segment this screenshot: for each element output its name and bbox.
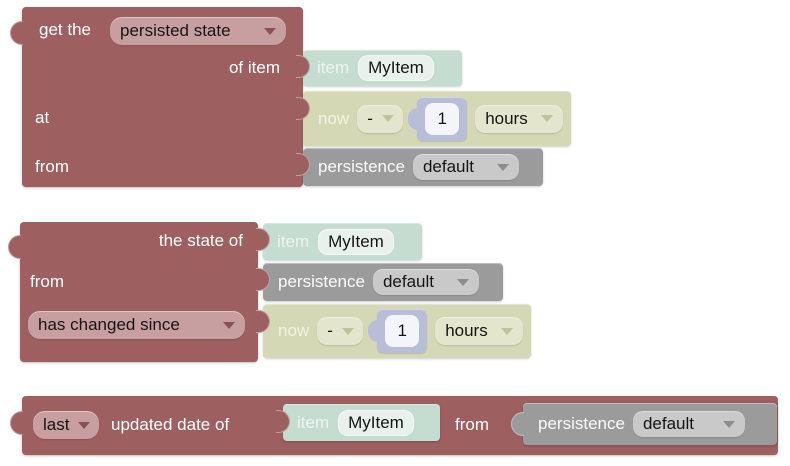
persisted-state-dropdown[interactable]: persisted state — [110, 17, 286, 45]
chevron-down-icon — [223, 321, 235, 329]
dropdown-value: hours — [445, 321, 488, 340]
block-label-from: from — [35, 157, 69, 176]
block-label-at: at — [35, 108, 50, 127]
output-connector-icon — [408, 107, 419, 130]
connection-knob-icon — [296, 153, 310, 176]
output-connector-icon — [8, 235, 21, 259]
block-label-updated-date-of: updated date of — [111, 415, 230, 434]
chevron-down-icon — [722, 420, 735, 428]
connection-knob-icon — [256, 268, 270, 291]
block-datetime-now-minus[interactable]: now - 1 hours — [256, 304, 531, 358]
chevron-down-icon — [501, 327, 514, 335]
chevron-down-icon — [496, 163, 509, 171]
block-datetime-now-minus[interactable]: now - 1 hours — [296, 91, 571, 146]
dropdown-value: hours — [485, 108, 528, 128]
chevron-down-icon — [264, 27, 276, 35]
block-persistence-service[interactable]: persistence default — [511, 403, 777, 445]
block-label-of-item: of item — [228, 58, 280, 77]
persistence-service-dropdown[interactable]: default — [372, 269, 479, 295]
item-name-field[interactable]: MyItem — [338, 409, 414, 436]
output-connector-icon — [511, 412, 524, 436]
connection-knob-icon — [256, 228, 270, 251]
dropdown-value: last — [43, 415, 70, 434]
connection-knob-icon — [296, 97, 310, 120]
number-field[interactable]: 1 — [425, 102, 460, 135]
block-item[interactable]: item MyItem — [256, 223, 422, 260]
time-unit-dropdown[interactable]: hours — [435, 317, 524, 345]
persistence-label: persistence — [538, 414, 625, 433]
last-dropdown[interactable]: last — [33, 411, 99, 439]
item-label: item — [317, 58, 350, 77]
dropdown-value: has changed since — [38, 315, 180, 334]
item-label: item — [297, 412, 330, 432]
block-persistence-service[interactable]: persistence default — [256, 263, 503, 301]
chevron-down-icon — [341, 327, 354, 335]
now-label: now — [278, 321, 310, 340]
block-last-updated-date[interactable]: last updated date of item MyItem from pe… — [10, 396, 778, 455]
block-number[interactable]: 1 — [368, 309, 428, 353]
block-label-from: from — [30, 272, 64, 291]
output-connector-icon — [10, 411, 23, 435]
now-label: now — [318, 108, 350, 128]
block-label-the-state-of: the state of — [158, 231, 243, 250]
block-item[interactable]: item MyItem — [296, 50, 462, 86]
operator-dropdown[interactable]: - — [357, 104, 404, 133]
block-get-persisted-state[interactable]: get the persisted state of item at from — [10, 7, 303, 187]
has-changed-since-dropdown[interactable]: has changed since — [28, 311, 245, 339]
chevron-down-icon — [78, 421, 91, 429]
chevron-down-icon — [381, 115, 394, 122]
block-persistence-service[interactable]: persistence default — [296, 148, 543, 186]
block-state-has-changed-since[interactable]: the state of from has changed since — [8, 222, 258, 362]
connection-knob-icon — [276, 410, 290, 433]
item-label: item — [277, 231, 310, 251]
persistence-label: persistence — [278, 272, 365, 291]
block-label-get-the: get the — [39, 20, 91, 39]
connection-knob-icon — [296, 55, 310, 78]
persistence-service-dropdown[interactable]: default — [632, 411, 745, 437]
persistence-label: persistence — [318, 157, 405, 176]
dropdown-value: default — [422, 157, 474, 176]
dropdown-value: - — [327, 321, 333, 340]
output-connector-icon — [368, 320, 379, 342]
persistence-service-dropdown[interactable]: default — [412, 154, 519, 180]
dropdown-value: default — [382, 272, 434, 291]
operator-dropdown[interactable]: - — [317, 317, 364, 345]
connection-knob-icon — [256, 310, 270, 333]
item-name-field[interactable]: MyItem — [318, 228, 394, 255]
dropdown-value: default — [642, 414, 694, 433]
block-item[interactable]: item MyItem — [276, 404, 440, 441]
number-field[interactable]: 1 — [385, 315, 420, 347]
item-name-field[interactable]: MyItem — [358, 55, 434, 81]
output-connector-icon — [10, 21, 23, 45]
time-unit-dropdown[interactable]: hours — [475, 104, 564, 133]
chevron-down-icon — [456, 278, 469, 286]
block-label-from: from — [455, 415, 489, 434]
block-number[interactable]: 1 — [408, 96, 468, 141]
dropdown-value: persisted state — [120, 21, 231, 40]
chevron-down-icon — [541, 115, 554, 122]
dropdown-value: - — [367, 108, 373, 128]
